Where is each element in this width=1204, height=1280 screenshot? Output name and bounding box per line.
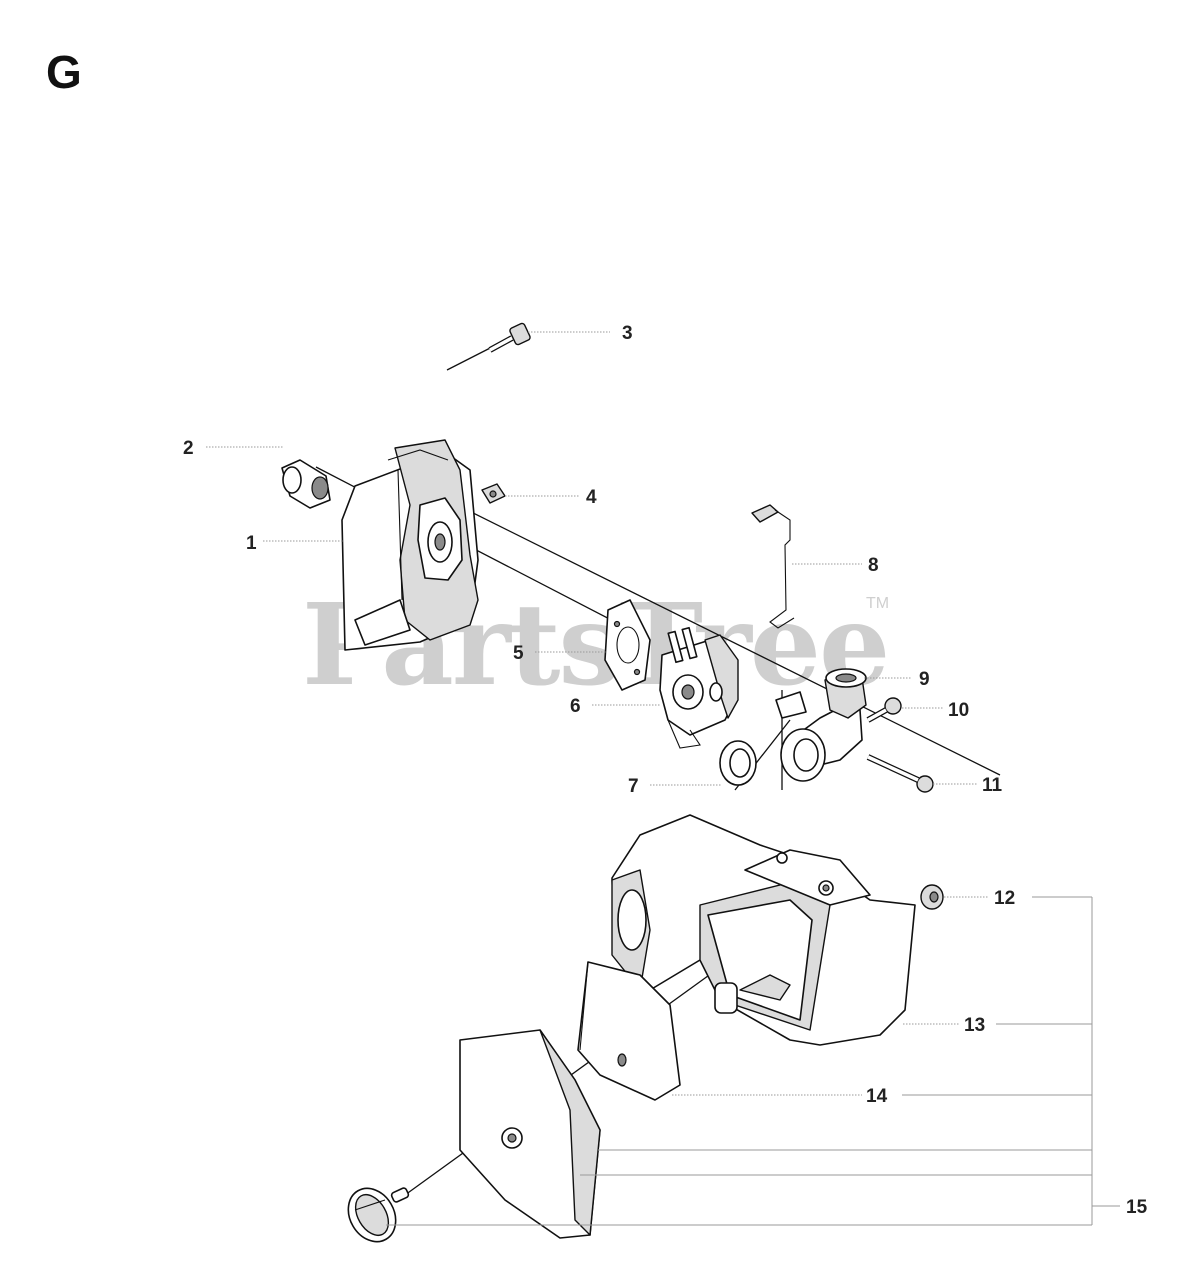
- callout-10: 10: [948, 700, 969, 721]
- part-5-gasket[interactable]: [604, 599, 651, 691]
- callout-12: 12: [994, 888, 1015, 909]
- part-8-choke-rod[interactable]: [751, 504, 795, 629]
- part-15-filter-cover[interactable]: [459, 1029, 601, 1239]
- callout-2: 2: [183, 438, 194, 459]
- part-10-screw[interactable]: [866, 697, 902, 723]
- callout-11: 11: [982, 775, 1003, 796]
- filter-knob[interactable]: [339, 1180, 410, 1250]
- part-14-filter-element[interactable]: [577, 961, 681, 1101]
- callout-8: 8: [868, 555, 879, 576]
- callout-labels: 2 1 3 4 5 6 7 8 9 10 11 12 13 14 15: [183, 323, 1148, 1218]
- callout-7: 7: [628, 776, 639, 797]
- callout-4: 4: [586, 487, 597, 508]
- part-11-bolt[interactable]: [866, 754, 934, 793]
- part-7-o-ring[interactable]: [719, 740, 757, 786]
- watermark-tm: TM: [866, 595, 889, 612]
- part-9-intake-elbow[interactable]: [775, 668, 867, 782]
- callout-9: 9: [919, 669, 930, 690]
- callout-3: 3: [622, 323, 633, 344]
- part-2-grommet[interactable]: [281, 459, 331, 509]
- part-12-nut[interactable]: [920, 884, 944, 910]
- part-13-filter-housing[interactable]: [611, 814, 916, 1046]
- leader-lines: [206, 331, 1120, 1226]
- part-6-carburetor[interactable]: [659, 626, 739, 749]
- section-letter: G: [46, 46, 82, 98]
- callout-14: 14: [866, 1086, 888, 1107]
- callout-13: 13: [964, 1015, 985, 1036]
- callout-15: 15: [1126, 1197, 1148, 1218]
- callout-6: 6: [570, 696, 581, 717]
- callout-1: 1: [246, 533, 257, 554]
- part-1-cover[interactable]: [341, 439, 479, 651]
- callout-5: 5: [513, 643, 524, 664]
- part-3-screw[interactable]: [488, 322, 531, 353]
- part-4-nut[interactable]: [481, 483, 506, 504]
